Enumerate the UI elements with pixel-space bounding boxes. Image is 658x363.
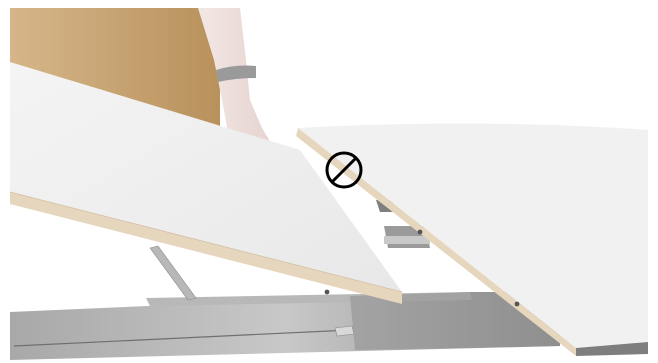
leaf-hole — [325, 290, 330, 295]
extension-rail — [10, 292, 560, 360]
tabletop-hole — [515, 302, 520, 307]
prohibited-icon — [327, 153, 361, 187]
tabletop-hole — [418, 230, 423, 235]
support-strut — [150, 246, 196, 300]
